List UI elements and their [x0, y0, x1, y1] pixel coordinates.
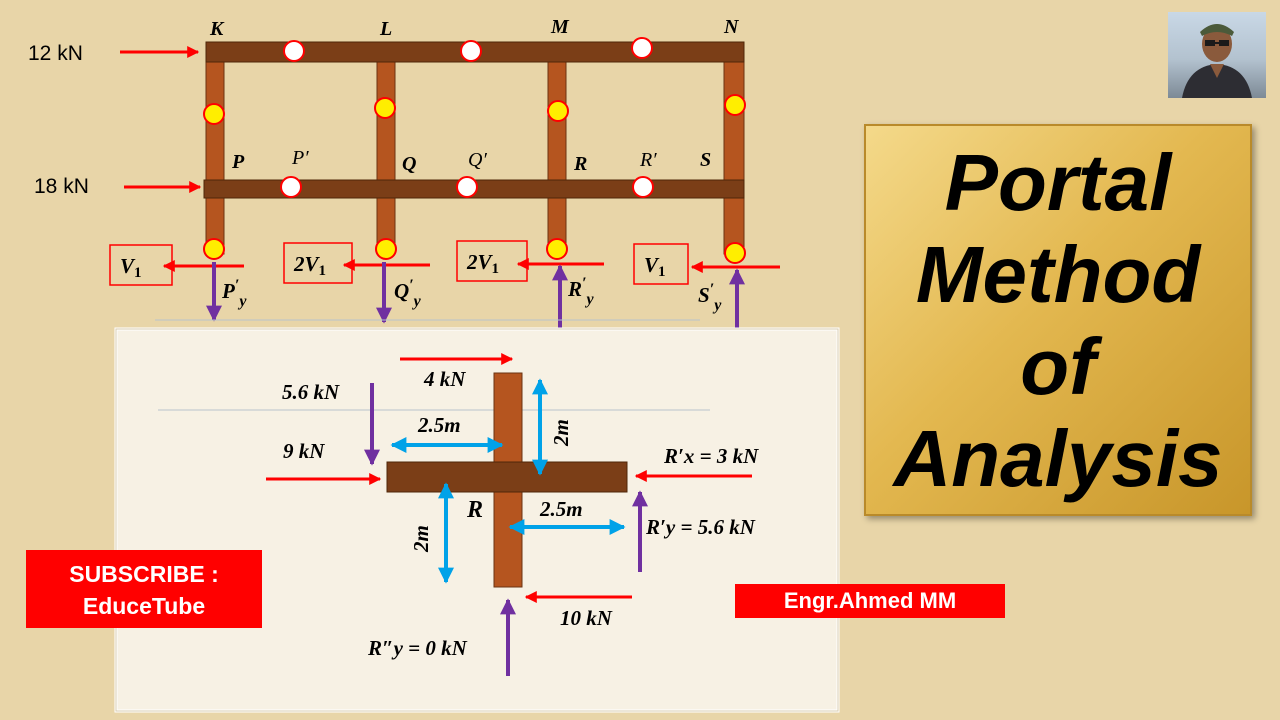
column-hinge [724, 94, 746, 116]
beam-hinge [632, 176, 654, 198]
title-line-1: Portal [944, 138, 1172, 227]
beam-hinge [280, 176, 302, 198]
joint-label-r: R [466, 497, 483, 523]
beam-hinge [283, 40, 305, 62]
column-l [376, 43, 396, 255]
shear-v1-s: V1 [633, 243, 780, 285]
column-hinge [203, 238, 225, 260]
column-hinge [203, 103, 225, 125]
node-label-k: K [209, 18, 225, 40]
shear-2v1-q: 2V1 [283, 242, 430, 284]
force-label-9kn: 9 kN [283, 439, 325, 463]
dimension-label-2m-bottom: 2m [409, 525, 433, 553]
node-label-q-prime: Q′ [468, 149, 487, 171]
column-hinge [374, 97, 396, 119]
subscribe-label: SUBSCRIBE : [69, 561, 219, 587]
column-k [205, 43, 225, 255]
reaction-label-sy: S′y [698, 281, 722, 314]
dimension-label-2-5m-left: 2.5m [417, 413, 461, 437]
force-label-10kn: 10 kN [560, 606, 613, 630]
reaction-label-ry: R′y [567, 275, 595, 308]
svg-text:V1: V1 [644, 253, 666, 280]
author-badge: Engr.Ahmed MM [735, 584, 1005, 618]
force-label-5-6kn: 5.6 kN [282, 380, 340, 404]
column-m [547, 43, 567, 255]
author-photo [1168, 12, 1266, 98]
force-label-rx: R′x = 3 kN [663, 444, 759, 468]
force-label-4kn: 4 kN [423, 367, 466, 391]
beam-hinge [456, 176, 478, 198]
node-label-r: R [573, 153, 587, 175]
force-label-ryy: R″y = 0 kN [367, 636, 468, 660]
dimension-label-2m-top: 2m [549, 419, 573, 447]
load-label-18kn: 18 kN [34, 175, 89, 198]
title-box: Portal Method of Analysis [864, 124, 1252, 516]
column-hinge [546, 238, 568, 260]
shear-v1-p: V1 [109, 244, 244, 286]
reaction-label-py: P′y [221, 277, 247, 310]
portrait-icon [1182, 24, 1252, 98]
free-body-panel: 4 kN 5.6 kN 9 kN 2.5m 2m 2.5m 2m R R′x =… [114, 327, 840, 713]
node-label-m: M [550, 16, 570, 38]
title-line-4: Analysis [893, 414, 1223, 503]
column-n [723, 43, 745, 255]
svg-text:2V1: 2V1 [466, 250, 499, 277]
column-hinge [724, 242, 746, 264]
node-label-s: S [700, 149, 711, 171]
subscribe-badge[interactable]: SUBSCRIBE : EduceTube [26, 550, 262, 628]
portal-frame: K L M N P Q R S P′ Q′ R′ 12 kN 18 kN V1 … [28, 16, 780, 334]
load-label-12kn: 12 kN [28, 42, 83, 65]
channel-name: EduceTube [82, 593, 206, 619]
svg-text:V1: V1 [120, 254, 142, 281]
title-line-3: of [1020, 322, 1096, 411]
shear-2v1-r: 2V1 [456, 240, 604, 282]
reaction-label-qy: Q′y [394, 277, 422, 310]
column-hinge [547, 100, 569, 122]
svg-text:2V1: 2V1 [293, 252, 326, 279]
node-label-p-prime: P′ [291, 147, 309, 169]
node-label-q: Q [402, 153, 416, 175]
node-label-n: N [723, 16, 740, 38]
title-line-2: Method [915, 230, 1201, 319]
node-label-p: P [231, 151, 245, 173]
joint-beam [386, 461, 628, 493]
node-label-r-prime: R′ [639, 149, 657, 171]
beam-hinge [631, 37, 653, 59]
column-hinge [375, 238, 397, 260]
beam-hinge [460, 40, 482, 62]
dimension-label-2-5m-right: 2.5m [539, 497, 583, 521]
force-label-ry: R′y = 5.6 kN [645, 515, 756, 539]
node-label-l: L [379, 18, 392, 40]
